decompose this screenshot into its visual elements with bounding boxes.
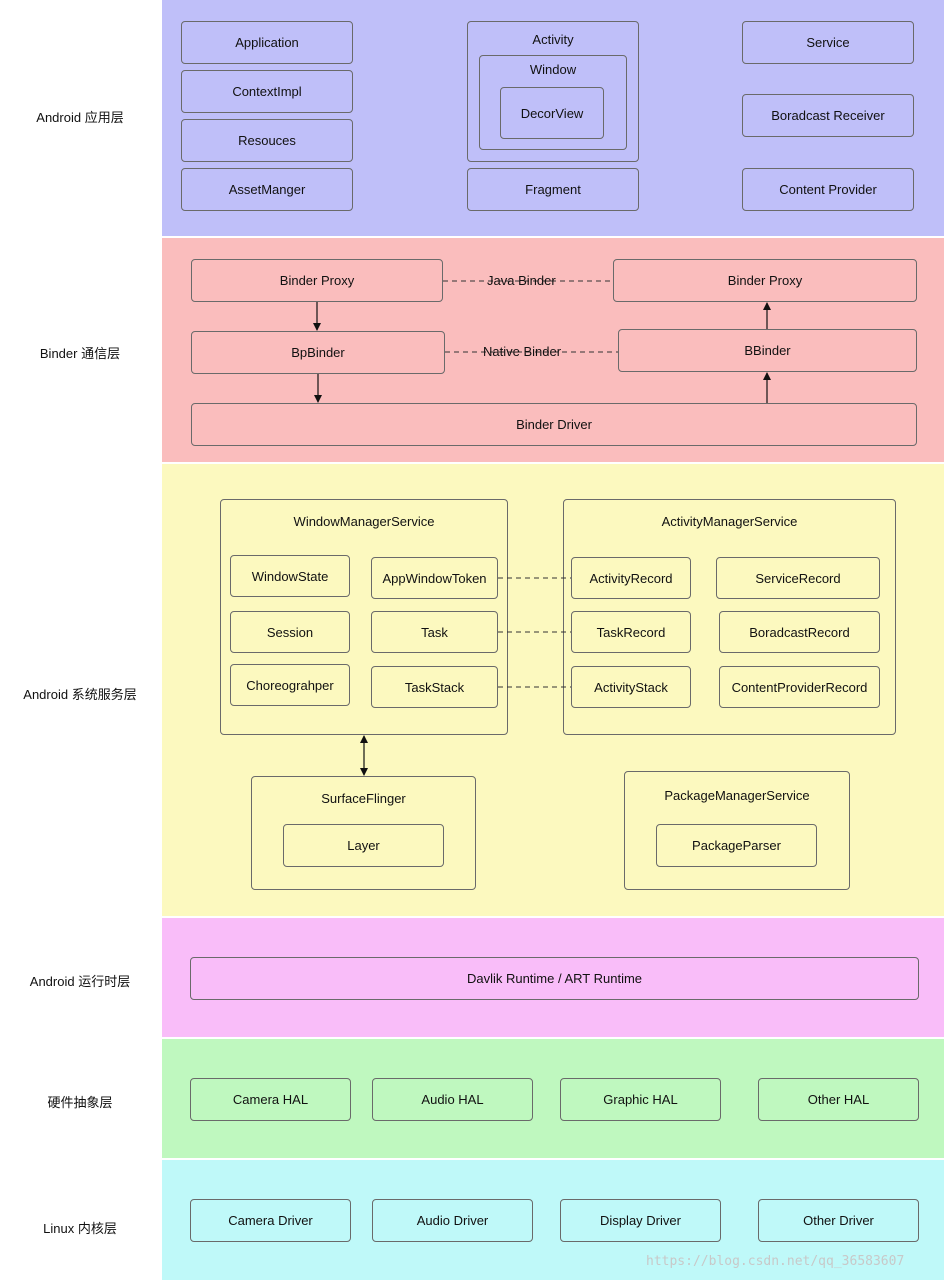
runtime-box: Davlik Runtime / ART Runtime: [190, 957, 919, 1000]
ams-title: ActivityManagerService: [661, 514, 798, 529]
window-manager-service-frame: WindowManagerService: [220, 499, 508, 735]
watermark: https://blog.csdn.net/qq_36583607: [646, 1254, 905, 1269]
binder-driver-box: Binder Driver: [191, 403, 917, 446]
fragment-box: Fragment: [467, 168, 639, 211]
audio-hal-box: Audio HAL: [372, 1078, 533, 1121]
camera-driver-box: Camera Driver: [190, 1199, 351, 1242]
layer-label-hal: 硬件抽象层: [47, 1095, 113, 1110]
package-manager-service-frame: PackageManagerService: [624, 771, 850, 890]
task-stack-box: TaskStack: [371, 666, 498, 708]
broadcast-record-box: BoradcastRecord: [719, 611, 880, 653]
layer-box: Layer: [283, 824, 444, 867]
pms-title: PackageManagerService: [664, 788, 810, 803]
runtime-layer-band: [162, 918, 944, 1037]
system-layer-band: [162, 464, 944, 916]
wms-title: WindowManagerService: [293, 514, 435, 529]
package-parser-box: PackageParser: [656, 824, 817, 867]
content-provider-record-box: ContentProviderRecord: [719, 666, 880, 708]
binder-proxy-right-box: Binder Proxy: [613, 259, 917, 302]
app-window-token-box: AppWindowToken: [371, 557, 498, 599]
choreographer-box: Choreograhper: [230, 664, 350, 706]
content-provider-box: Content Provider: [742, 168, 914, 211]
window-title: Window: [529, 62, 577, 77]
binder-layer-band: [162, 238, 944, 462]
other-hal-box: Other HAL: [758, 1078, 919, 1121]
activity-record-box: ActivityRecord: [571, 557, 691, 599]
activity-stack-box: ActivityStack: [571, 666, 691, 708]
task-record-box: TaskRecord: [571, 611, 691, 653]
layer-label-binder: Binder 通信层: [39, 346, 121, 361]
context-impl-box: ContextImpl: [181, 70, 353, 113]
activity-frame: Activity: [467, 21, 639, 162]
activity-title: Activity: [532, 32, 574, 47]
window-state-box: WindowState: [230, 555, 350, 597]
activity-manager-service-frame: ActivityManagerService: [563, 499, 896, 735]
session-box: Session: [230, 611, 350, 653]
surface-flinger-title: SurfaceFlinger: [321, 791, 406, 806]
layer-label-kernel: Linux 内核层: [43, 1221, 117, 1236]
resources-box: Resouces: [181, 119, 353, 162]
decor-view-box: DecorView: [500, 87, 604, 139]
graphic-hal-box: Graphic HAL: [560, 1078, 721, 1121]
native-binder-label: Native Binder: [483, 344, 562, 359]
java-binder-label: Java Binder: [487, 273, 556, 288]
layer-label-system: Android 系统服务层: [23, 687, 137, 702]
hal-layer-band: [162, 1039, 944, 1158]
service-box: Service: [742, 21, 914, 64]
asset-manager-box: AssetManger: [181, 168, 353, 211]
window-frame: Window: [479, 55, 627, 150]
b-binder-box: BBinder: [618, 329, 917, 372]
bp-binder-box: BpBinder: [191, 331, 445, 374]
broadcast-receiver-box: Boradcast Receiver: [742, 94, 914, 137]
task-box: Task: [371, 611, 498, 653]
service-record-box: ServiceRecord: [716, 557, 880, 599]
kernel-layer-band: [162, 1160, 944, 1280]
camera-hal-box: Camera HAL: [190, 1078, 351, 1121]
surface-flinger-frame: SurfaceFlinger: [251, 776, 476, 890]
layer-label-runtime: Android 运行时层: [29, 974, 131, 989]
other-driver-box: Other Driver: [758, 1199, 919, 1242]
application-box: Application: [181, 21, 353, 64]
binder-proxy-left-box: Binder Proxy: [191, 259, 443, 302]
audio-driver-box: Audio Driver: [372, 1199, 533, 1242]
display-driver-box: Display Driver: [560, 1199, 721, 1242]
layer-label-app: Android 应用层: [36, 110, 124, 125]
app-layer-band: [162, 0, 944, 236]
